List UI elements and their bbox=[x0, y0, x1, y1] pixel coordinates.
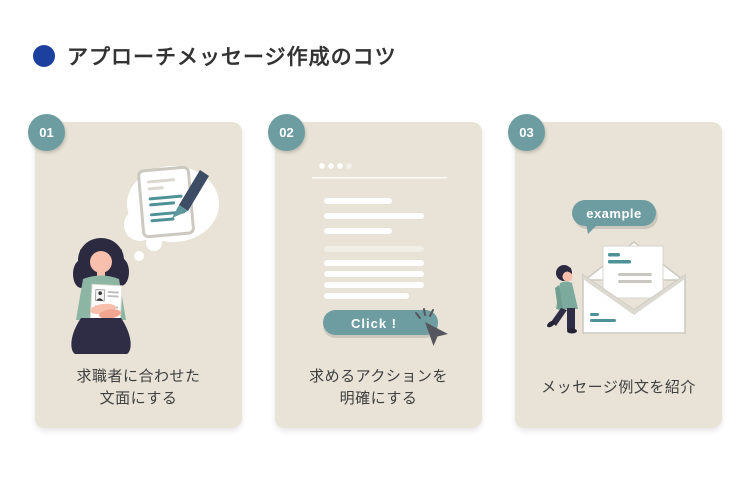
cursor-icon bbox=[415, 308, 448, 346]
card-caption: 求職者に合わせた 文面にする bbox=[35, 362, 242, 414]
page-title: アプローチメッセージ作成のコツ bbox=[67, 46, 397, 69]
blue-dot-icon bbox=[33, 45, 55, 67]
page-header: アプローチメッセージ作成のコツ bbox=[33, 41, 397, 71]
card-caption: メッセージ例文を紹介 bbox=[515, 362, 722, 414]
example-envelope-illustration: example bbox=[547, 200, 686, 334]
divider-line bbox=[312, 177, 447, 179]
person-figure bbox=[547, 265, 578, 334]
click-button-label: Click ! bbox=[351, 316, 397, 331]
envelope-icon bbox=[582, 241, 686, 334]
step-badge-02: 02 bbox=[268, 114, 305, 151]
caption-line: 求めるアクションを bbox=[309, 368, 448, 386]
tip-card-02: 02 Click ! bbox=[268, 114, 482, 428]
click-message-illustration: Click ! bbox=[312, 163, 448, 346]
caption-line: 文面にする bbox=[99, 390, 178, 407]
text-lines bbox=[324, 198, 424, 299]
example-bubble: example bbox=[572, 200, 658, 234]
letter-icon bbox=[602, 245, 664, 299]
tip-card-03: 03 example bbox=[508, 114, 722, 428]
pencil-icon bbox=[172, 170, 209, 218]
woman-thinking-illustration bbox=[71, 165, 219, 354]
window-dots-icon bbox=[319, 163, 352, 169]
tip-card-01: 01 bbox=[28, 114, 242, 428]
example-bubble-label: example bbox=[586, 206, 642, 221]
caption-line: メッセージ例文を紹介 bbox=[541, 379, 696, 397]
step-badge-03: 03 bbox=[508, 114, 545, 151]
step-badge-01: 01 bbox=[28, 114, 65, 151]
woman-figure bbox=[71, 238, 131, 354]
caption-line: 明確にする bbox=[339, 390, 418, 407]
card-caption: 求めるアクションを 明確にする bbox=[275, 362, 482, 414]
caption-line: 求職者に合わせた bbox=[76, 368, 201, 386]
click-button: Click ! bbox=[323, 310, 438, 338]
